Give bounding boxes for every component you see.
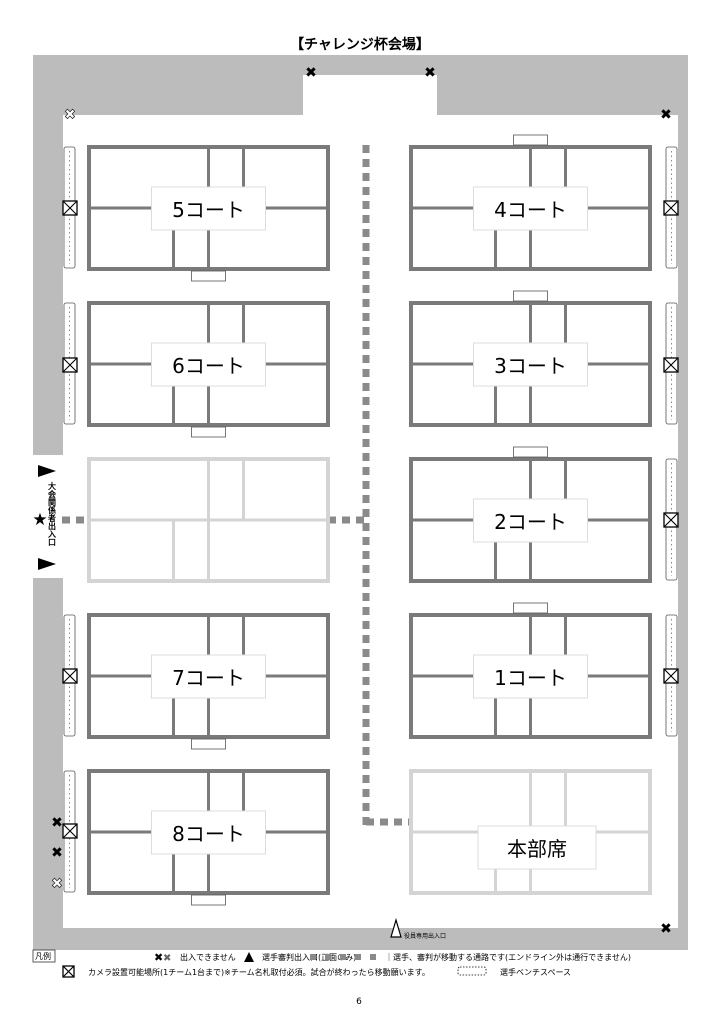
- court-label: 本部席: [507, 837, 567, 861]
- no-entry-marks: ✖ ✖ ✖ ✖ ✖ ✖ ✖ ✖: [51, 65, 672, 937]
- page-number: 6: [356, 997, 362, 1007]
- no-entry-icon: ✖: [660, 107, 672, 123]
- court-label: 7コート: [172, 666, 245, 690]
- venue-walls: [33, 55, 688, 950]
- court: 本部席: [409, 769, 652, 895]
- camera-spots: [62, 200, 679, 839]
- court-label-box: [477, 825, 597, 870]
- no-entry-outline-icon: ✖: [51, 876, 63, 892]
- camera-icon: [663, 357, 679, 373]
- no-entry-outline-icon: ✖: [64, 107, 76, 123]
- legend-bench: 選手ベンチスペース: [500, 967, 571, 977]
- camera-cross: [62, 357, 78, 373]
- score-table: [191, 738, 226, 750]
- camera-cross: [663, 200, 679, 216]
- score-table: [191, 894, 226, 906]
- court: 2コート: [409, 446, 652, 583]
- camera-cross: [62, 668, 78, 684]
- officials-entrance-triangle-icon: [390, 917, 402, 938]
- no-entry-icon: ✖: [424, 65, 436, 81]
- top-entrance-area: [303, 75, 437, 116]
- court-label: 8コート: [172, 822, 245, 846]
- score-table: [513, 446, 548, 458]
- camera-cross: [663, 512, 679, 528]
- staff-entrance-label: 大会関係者出入口: [48, 481, 57, 547]
- camera-legend-icon: [62, 965, 75, 978]
- court: 1コート: [409, 602, 652, 739]
- court-label-box: [151, 342, 266, 387]
- legend-player-entrance: 選手審判出入口(正面のみ): [262, 952, 356, 962]
- camera-icon: [62, 823, 78, 839]
- no-entry-icon: ✖: [154, 951, 163, 964]
- court-label-box: [473, 654, 588, 699]
- court-label-box: [473, 186, 588, 231]
- no-entry-outline-icon: ✖: [163, 953, 171, 964]
- court-label-box: [151, 654, 266, 699]
- camera-icon: [62, 668, 78, 684]
- camera-cross: [62, 200, 78, 216]
- court-label: 6コート: [172, 354, 245, 378]
- legend: 凡例 ✖ ✖ 出入できません 選手審判出入口(正面のみ) ｜選手、審判が移動する…: [32, 949, 631, 978]
- camera-icon: [663, 668, 679, 684]
- camera-icon: [62, 357, 78, 373]
- court-label: 4コート: [494, 198, 567, 222]
- camera-icon: [62, 200, 78, 216]
- score-table: [513, 290, 548, 302]
- star-icon: ★: [32, 510, 47, 530]
- court-label-box: [151, 810, 266, 855]
- camera-cross: [663, 668, 679, 684]
- no-entry-icon: ✖: [51, 815, 63, 831]
- legend-camera: カメラ設置可能場所(1チーム1台まで)※チーム名札取付必須。試合が終わったら移動…: [88, 967, 430, 977]
- court: [87, 457, 330, 583]
- court: 3コート: [409, 290, 652, 427]
- no-entry-icon: ✖: [51, 845, 63, 861]
- court-label: 3コート: [494, 354, 567, 378]
- score-table: [191, 270, 226, 282]
- court: 6コート: [87, 301, 330, 438]
- legend-no-entry: 出入できません: [180, 952, 236, 962]
- no-entry-icon: ✖: [305, 65, 317, 81]
- camera-icon: [663, 512, 679, 528]
- legend-path: ｜選手、審判が移動する通路です(エンドライン外は通行できません): [385, 952, 631, 962]
- camera-icon: [663, 200, 679, 216]
- score-table: [513, 134, 548, 146]
- court-label-box: [473, 342, 588, 387]
- legend-heading-box: [32, 949, 56, 963]
- court: 7コート: [87, 613, 330, 750]
- camera-cross: [62, 823, 78, 839]
- court: 5コート: [87, 145, 330, 282]
- player-entrance-triangle-icon: [244, 952, 254, 962]
- score-table: [191, 426, 226, 438]
- court: 4コート: [409, 134, 652, 271]
- bench-legend-icon: [457, 966, 487, 976]
- court: 8コート: [87, 769, 330, 906]
- camera-cross: [663, 357, 679, 373]
- court-label: 5コート: [172, 198, 245, 222]
- score-table: [513, 602, 548, 614]
- officials-entrance-label: 役員専用出入口: [404, 932, 446, 940]
- court-label: 2コート: [494, 510, 567, 534]
- court-label: 1コート: [494, 666, 567, 690]
- no-entry-icon: ✖: [660, 921, 672, 937]
- legend-heading: 凡例: [35, 951, 51, 961]
- page-title: 【チャレンジ杯会場】: [290, 36, 430, 53]
- court-label-box: [151, 186, 266, 231]
- court-label-box: [473, 498, 588, 543]
- entrance-arrow-bottom: [38, 558, 56, 570]
- entrance-arrow-top: [38, 465, 56, 477]
